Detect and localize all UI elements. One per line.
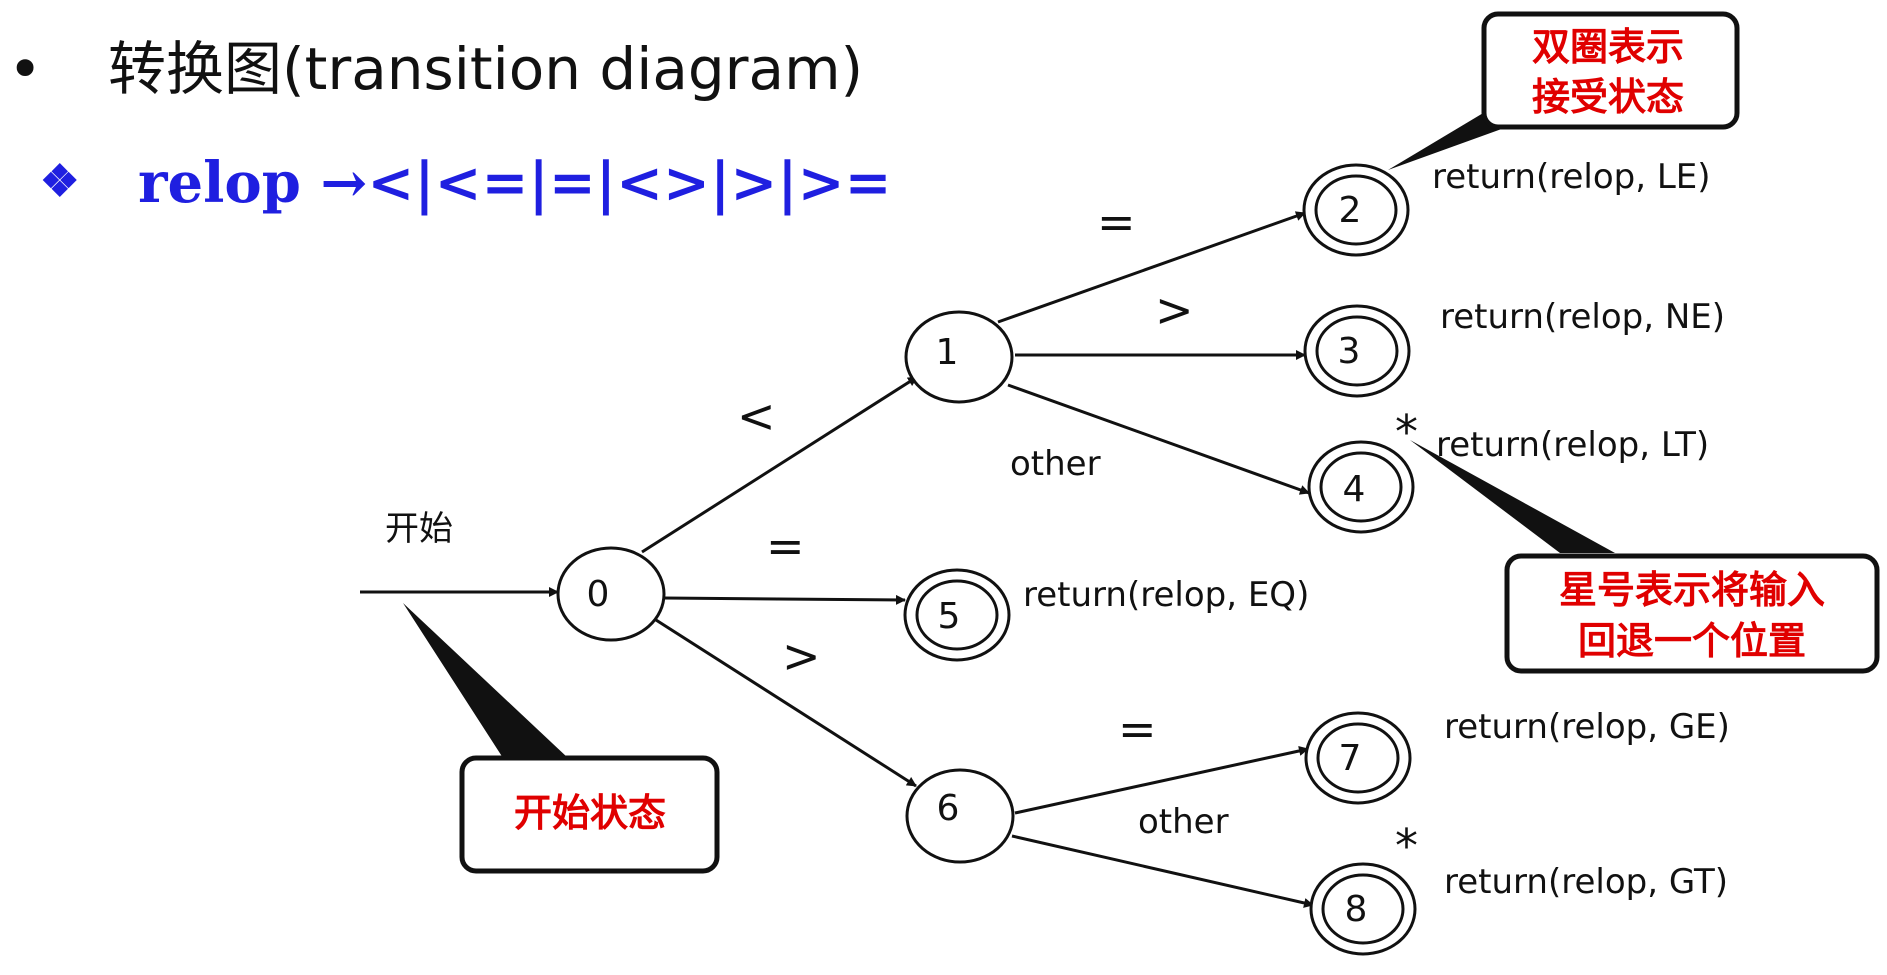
state-1: 1 [904,310,1014,404]
action-state-7: return(relop, GE) [1444,707,1730,747]
edge-6-7: = [1014,702,1309,815]
state-6: 6 [905,768,1015,864]
callout-start-line-1: 开始状态 [514,791,666,835]
edge-0-6-label: > [782,629,821,683]
relop-definition-text: relop →<|<=|=|<>|>|>= [138,150,892,216]
state-2-label: 2 [1339,190,1362,231]
edge-0-6: > [655,618,917,788]
state-6-label: 6 [937,788,960,829]
action-state-3: return(relop, NE) [1440,297,1725,337]
relop-definition: ❖ relop →<|<=|=|<>|>|>= [40,150,891,216]
state-8-label: 8 [1345,889,1368,930]
slide-title-text: 转换图(transition diagram) [108,35,864,103]
callout-retract-line-1: 星号表示将输入 [1559,568,1825,612]
slide-title: • 转换图(transition diagram) [8,22,863,106]
callout-retract-line-2: 回退一个位置 [1578,619,1806,663]
edge-6-7-label: = [1118,702,1157,756]
edge-1-4: other [1007,383,1310,495]
start-label: 开始 [385,509,453,549]
state-4: 4 [1307,440,1415,534]
retract-star-8: * [1395,819,1418,873]
state-0-label: 0 [587,574,610,615]
callout-accepting-states: 双圈表示 接受状态 [1388,11,1740,170]
edge-6-8: other [1011,802,1314,908]
edge-1-3-label: > [1155,283,1194,337]
edge-1-2-label: = [1097,195,1136,249]
edge-0-1-label: < [737,389,776,443]
state-5: 5 [903,568,1011,662]
action-state-4: return(relop, LT) [1436,425,1709,465]
edge-0-1: < [641,375,918,554]
state-1-label: 1 [936,332,959,373]
edge-6-8-label: other [1138,802,1229,842]
state-4-label: 4 [1343,469,1366,510]
state-7: 7 [1304,711,1412,805]
callout-accepting-line-2: 接受状态 [1532,75,1684,119]
edge-0-5: = [663,519,906,605]
state-5-label: 5 [938,596,961,637]
state-2: 2 [1302,163,1410,257]
callout-retract: 星号表示将输入 回退一个位置 [1410,440,1880,674]
retract-star-4: * [1395,405,1418,459]
action-state-8: return(relop, GT) [1444,862,1728,902]
state-3-label: 3 [1338,331,1361,372]
action-state-5: return(relop, EQ) [1023,575,1309,615]
state-8: 8 [1309,862,1417,956]
callout-accepting-line-1: 双圈表示 [1532,25,1684,69]
state-7-label: 7 [1339,738,1362,779]
edge-1-2: = [997,195,1306,324]
state-3: 3 [1303,304,1411,398]
diamond-bullet-icon: ❖ [40,156,80,207]
action-state-2: return(relop, LE) [1432,157,1711,197]
state-0: 0 [556,546,666,642]
edge-1-4-label: other [1010,444,1101,484]
bullet-icon: • [8,35,43,103]
edge-1-3: > [1015,283,1306,360]
edge-0-5-label: = [766,519,805,573]
callout-start-state: 开始状态 [403,603,720,874]
